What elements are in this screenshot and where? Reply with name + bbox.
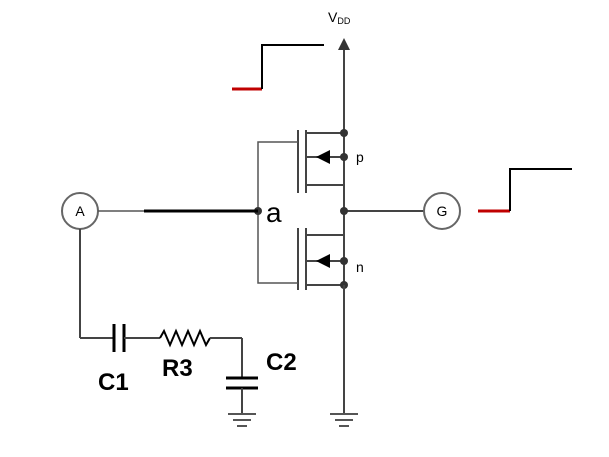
vdd-step-waveform [232, 44, 324, 91]
nmos-label: n [356, 259, 364, 275]
resistor-r3 [159, 328, 211, 348]
gate-label: a [266, 197, 282, 228]
vdd-subscript: DD [337, 16, 350, 26]
gate-bracket: a [254, 141, 298, 284]
output-node: G [340, 192, 461, 230]
node-a-label: A [75, 203, 85, 219]
capacitor-c1 [112, 324, 126, 352]
pmos-arrow-icon [316, 150, 330, 164]
c1-label: C1 [98, 369, 129, 396]
capacitor-c2 [226, 376, 258, 390]
output-step-waveform [478, 168, 572, 213]
vdd-arrow-icon [338, 38, 350, 50]
c2-label: C2 [266, 349, 297, 376]
node-g-label: G [437, 203, 448, 219]
nmos-arrow-icon [316, 254, 330, 268]
vdd-supply: VDD [328, 9, 351, 133]
node-g-circle [423, 192, 461, 230]
svg-text:VDD: VDD [328, 9, 351, 26]
pmos-label: p [356, 149, 364, 165]
pmos-transistor: p [297, 129, 364, 211]
ground-nmos-icon [330, 285, 358, 427]
input-node: A [61, 192, 258, 230]
rc-network: C1 R3 C2 [79, 229, 297, 414]
nmos-transistor: n [297, 211, 364, 290]
r3-label: R3 [162, 355, 193, 382]
vdd-label: V [328, 9, 338, 25]
ground-c2-icon [228, 413, 256, 427]
